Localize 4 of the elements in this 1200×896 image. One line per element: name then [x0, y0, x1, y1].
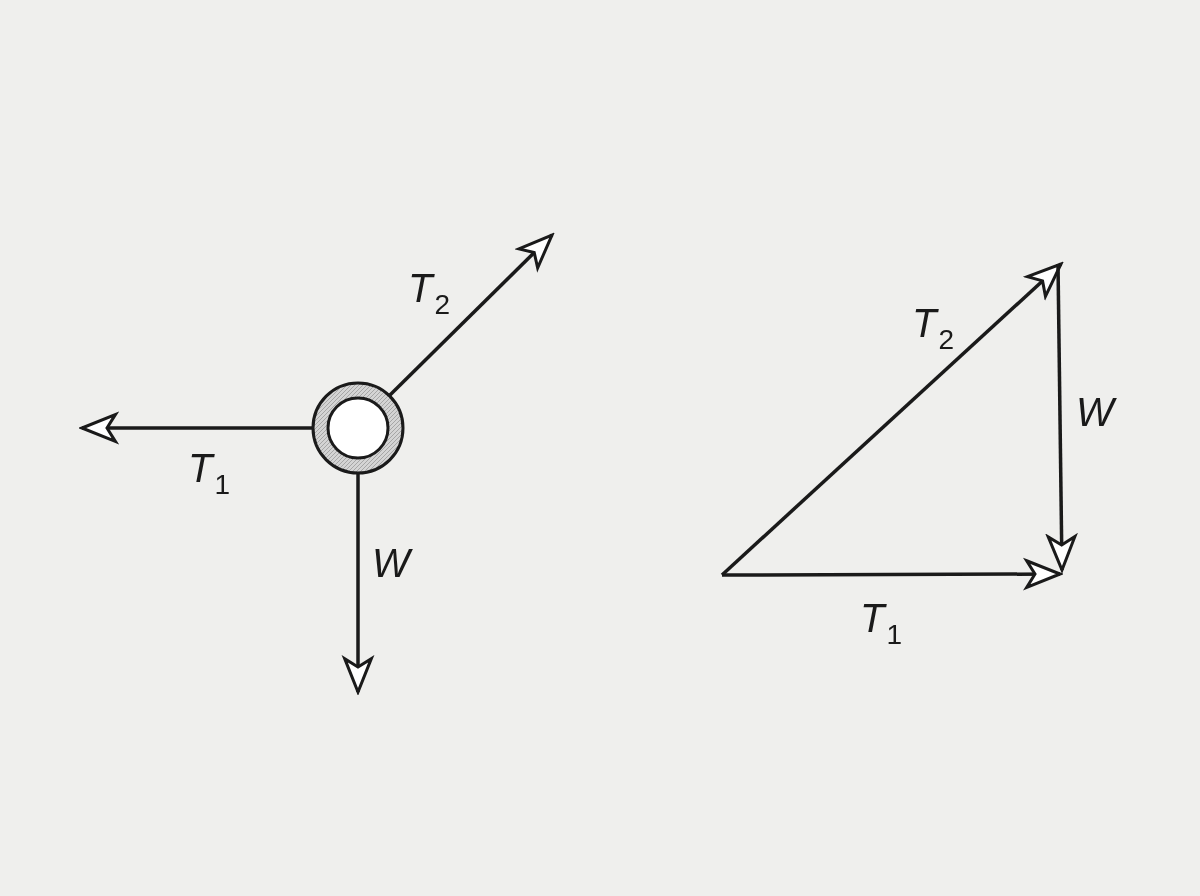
force-label: T$_{1}$	[188, 448, 230, 499]
force-label: T$_{2}$	[408, 268, 450, 319]
force-label: T$_{2}$	[912, 303, 954, 354]
force-label: T$_{1}$	[860, 598, 902, 649]
